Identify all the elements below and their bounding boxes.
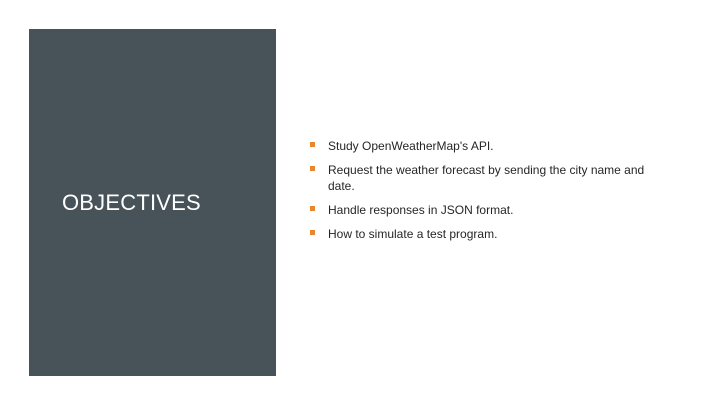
square-bullet-icon: [310, 206, 315, 211]
square-bullet-icon: [310, 166, 315, 171]
title-panel: OBJECTIVES: [29, 29, 276, 376]
bullet-item: Study OpenWeatherMap's API.: [309, 138, 664, 154]
bullet-text: Handle responses in JSON format.: [328, 203, 514, 217]
bullet-list: Study OpenWeatherMap's API. Request the …: [309, 138, 664, 250]
square-bullet-icon: [310, 230, 315, 235]
bullet-item: Handle responses in JSON format.: [309, 202, 664, 218]
square-bullet-icon: [310, 142, 315, 147]
bullet-text: Study OpenWeatherMap's API.: [328, 139, 494, 153]
slide-title: OBJECTIVES: [62, 190, 201, 215]
bullet-text: How to simulate a test program.: [328, 227, 498, 241]
bullet-item: Request the weather forecast by sending …: [309, 162, 664, 194]
bullet-text: Request the weather forecast by sending …: [328, 163, 645, 193]
bullet-item: How to simulate a test program.: [309, 226, 664, 242]
